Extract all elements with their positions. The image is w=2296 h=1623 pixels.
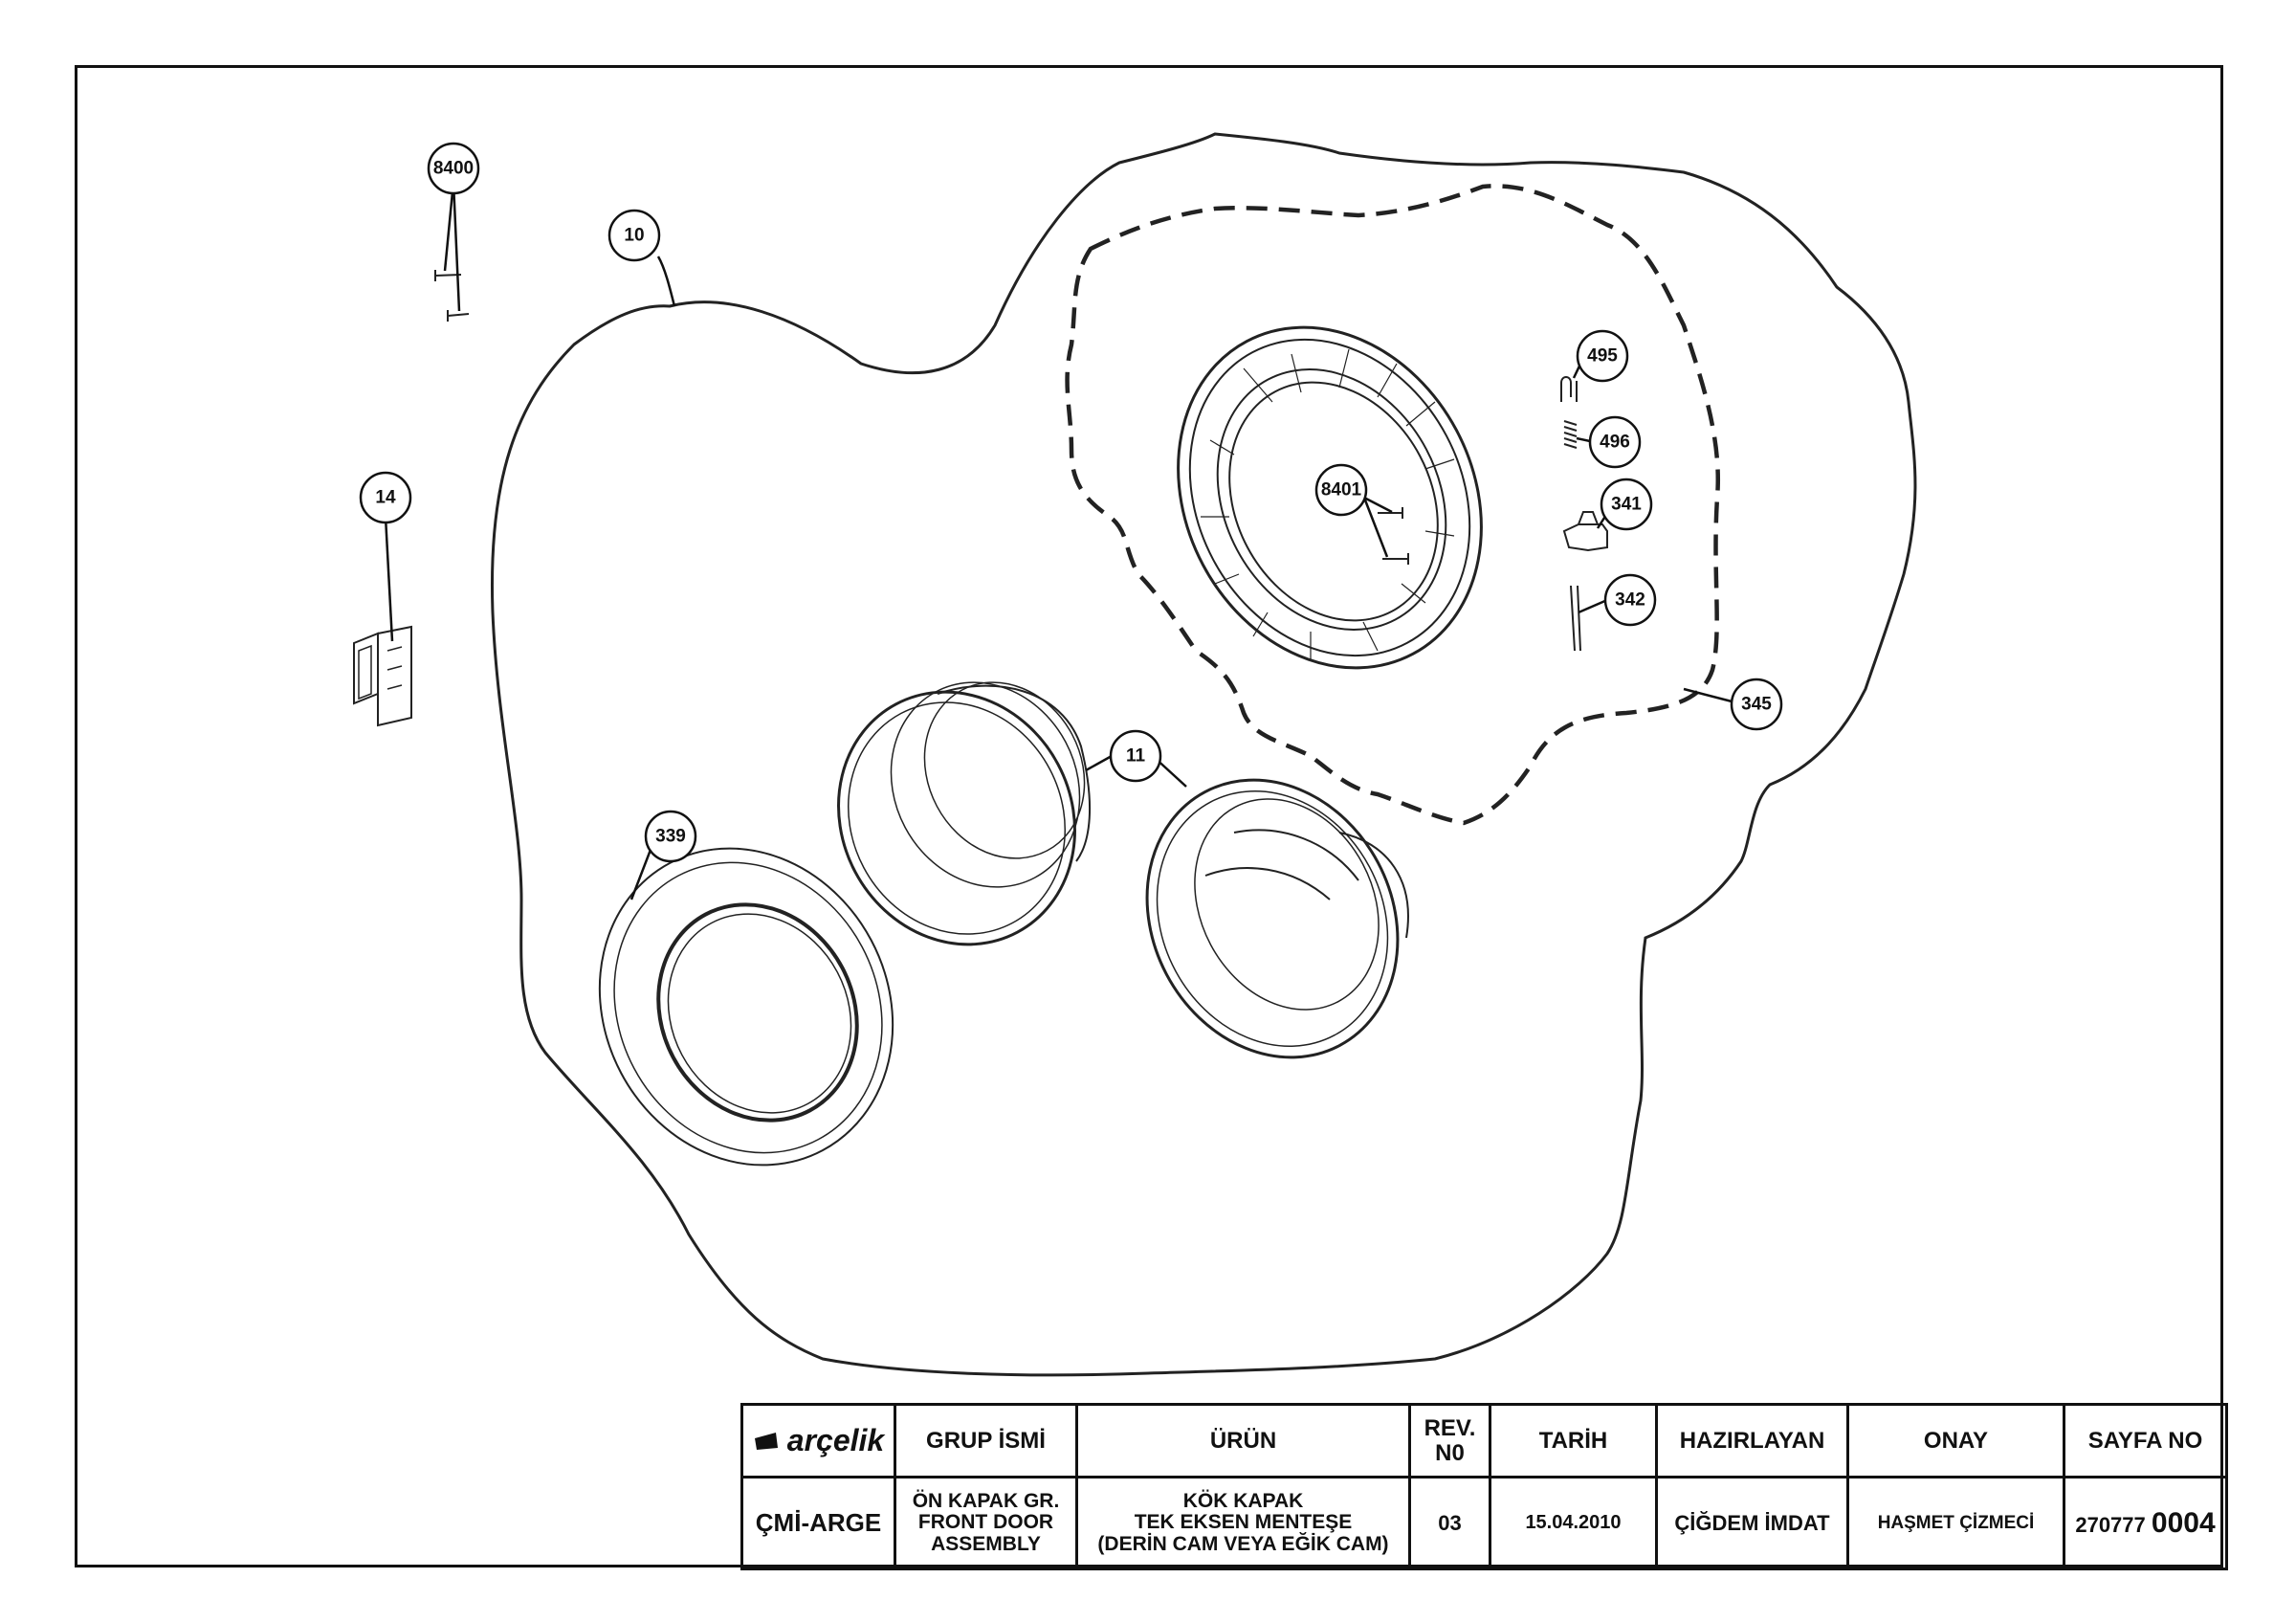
svg-text:339: 339 [655,827,686,847]
svg-text:495: 495 [1587,346,1618,367]
callout-342: 342 [1603,573,1657,627]
part-8401-screws [1378,507,1409,565]
value-rev-no: 03 [1408,1476,1491,1570]
part-8400-screws [434,270,470,322]
value-department: ÇMİ-ARGE [740,1476,896,1570]
callout-496: 496 [1588,415,1642,469]
leader-345 [1683,687,1736,704]
part-11-glass-left [837,681,1092,946]
svg-text:11: 11 [1126,746,1146,767]
part-341-latch [1562,511,1608,552]
header-product: ÜRÜN [1075,1403,1411,1478]
callout-339: 339 [644,810,697,863]
part-11-glass-right [1145,778,1409,1059]
part-14-hinge [353,625,412,727]
header-rev-no-line1: REV. [1424,1415,1476,1442]
callout-11: 11 [1109,729,1162,783]
leader-496 [1576,436,1591,443]
header-rev-no-line2: N0 [1435,1439,1465,1466]
value-product-line2: TEK EKSEN MENTEŞE [1134,1511,1353,1534]
value-product: KÖK KAPAK TEK EKSEN MENTEŞE (DERİN CAM V… [1075,1476,1411,1570]
header-page-no: SAYFA NO [2063,1403,2228,1478]
part-339-outer-ring [598,847,894,1167]
leader-342 [1578,598,1608,614]
header-date: TARİH [1489,1403,1658,1478]
title-block: arçelik GRUP İSMİ ÜRÜN REV. N0 TARİH HAZ… [740,1403,2228,1570]
callout-8401: 8401 [1314,463,1368,517]
header-approval: ONAY [1846,1403,2065,1478]
value-group: ÖN KAPAK GR. FRONT DOOR ASSEMBLY [894,1476,1078,1570]
part-496-spring [1563,420,1578,449]
part-inner-door-ring [1177,325,1483,670]
value-date: 15.04.2010 [1489,1476,1658,1570]
value-product-line3: (DERİN CAM VEYA EĞİK CAM) [1097,1532,1389,1555]
header-group-name: GRUP İSMİ [894,1403,1078,1478]
svg-text:342: 342 [1615,590,1645,611]
header-rev-no: REV. N0 [1408,1403,1491,1478]
svg-text:10: 10 [624,226,644,246]
svg-text:341: 341 [1611,495,1642,515]
header-prepared-by: HAZIRLAYAN [1655,1403,1849,1478]
value-page-no: 270777 0004 [2063,1476,2228,1570]
callout-10: 10 [607,209,661,262]
value-group-line3: ASSEMBLY [931,1532,1041,1555]
logo-cell: arçelik [740,1403,896,1478]
sub-assembly-boundary-345 [1065,184,1720,826]
svg-text:8400: 8400 [433,159,474,179]
callout-14: 14 [359,471,412,524]
svg-text:496: 496 [1600,433,1630,453]
value-group-line2: FRONT DOOR [917,1511,1054,1534]
assembly-boundary-10 [490,132,1917,1377]
leader-10 [656,256,676,307]
arcelik-logo-icon [754,1432,778,1450]
leader-14 [384,516,394,642]
svg-text:345: 345 [1741,695,1772,715]
part-495-clip [1560,376,1578,402]
callout-495: 495 [1576,329,1629,383]
svg-text:14: 14 [375,488,396,508]
value-page-suffix: 0004 [2151,1506,2216,1539]
value-prepared-by: ÇİĞDEM İMDAT [1655,1476,1849,1570]
svg-text:8401: 8401 [1321,480,1362,500]
value-group-line1: ÖN KAPAK GR. [912,1490,1060,1513]
value-page-prefix: 270777 [2075,1512,2146,1537]
callout-8400: 8400 [427,142,480,195]
callout-345: 345 [1730,678,1783,731]
value-approval: HAŞMET ÇİZMECİ [1846,1476,2065,1570]
leader-339 [629,849,652,900]
value-product-line1: KÖK KAPAK [1182,1490,1304,1513]
logo-text: arçelik [786,1422,885,1457]
leader-8400 [443,181,461,312]
leader-8401 [1362,496,1393,558]
callout-341: 341 [1600,478,1653,531]
part-342-pin [1570,585,1581,652]
